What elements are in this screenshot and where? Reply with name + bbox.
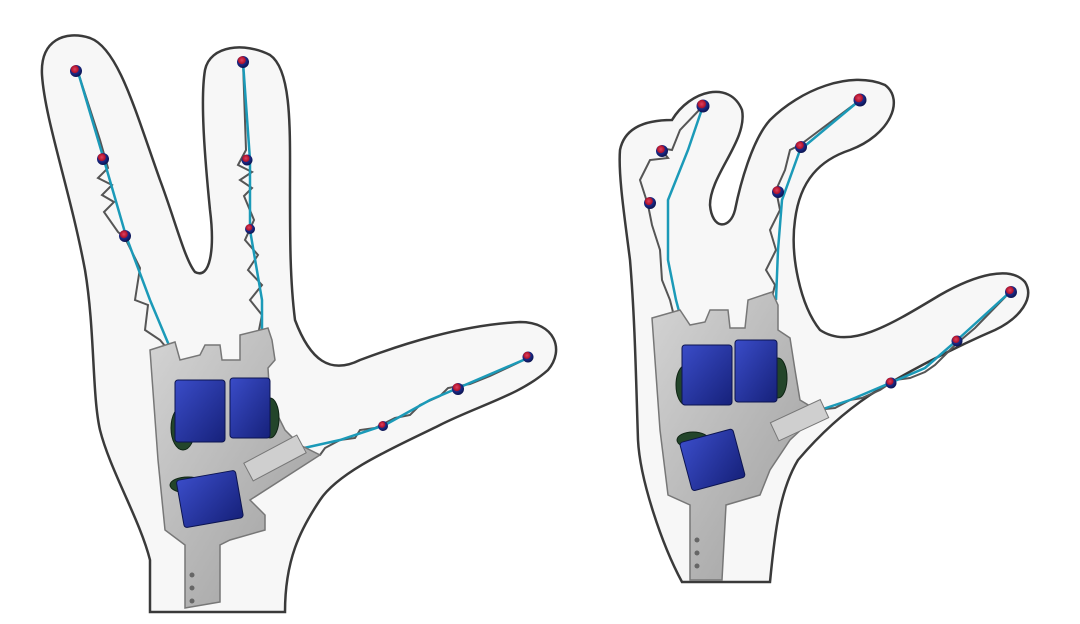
left-servo-2	[229, 377, 271, 439]
left-middle-joint-base	[245, 224, 255, 234]
left-frame-hole	[189, 598, 195, 604]
right-servo-2	[734, 339, 778, 403]
right-thumb-joint-mid	[951, 335, 963, 347]
right-index-joint-mid	[656, 145, 668, 157]
left-hand	[40, 34, 558, 614]
right-middle-joint-base	[772, 186, 784, 198]
right-index-finger	[638, 99, 710, 331]
left-middle-joint-tip	[237, 56, 249, 68]
left-index-joint-base	[119, 230, 131, 242]
right-thumb-bracket	[769, 398, 830, 442]
right-frame-hole	[694, 537, 700, 543]
left-thumb-joint-tip	[522, 351, 534, 363]
right-middle-joint-mid	[795, 141, 807, 153]
right-middle-finger	[764, 93, 867, 306]
left-thumb-tendon	[294, 356, 529, 452]
left-middle-linkage	[236, 61, 264, 336]
left-thumb-joint-base	[378, 421, 388, 431]
right-servo-3	[679, 428, 746, 491]
left-middle-joint-mid	[241, 154, 253, 166]
right-index-joint-base	[644, 197, 656, 209]
left-hand-outline	[40, 34, 558, 614]
right-palm-frame	[651, 291, 830, 581]
left-index-joint-tip	[70, 65, 82, 77]
left-frame-hole	[189, 572, 195, 578]
right-thumb	[804, 286, 1017, 417]
left-index-joint-mid	[97, 153, 109, 165]
left-middle-finger	[236, 56, 264, 340]
left-index-linkage	[77, 71, 171, 353]
right-index-tendon	[666, 105, 705, 331]
right-thumb-joint-tip	[1005, 286, 1017, 298]
right-thumb-joint-base	[885, 377, 897, 389]
left-thumb-bracket	[243, 434, 307, 482]
right-middle-tendon	[774, 99, 861, 301]
right-frame-hole	[694, 550, 700, 556]
left-servo-1	[174, 379, 226, 443]
right-thumb-tendon	[804, 291, 1011, 417]
left-thumb-joint-mid	[452, 383, 464, 395]
left-palm-frame	[149, 327, 322, 609]
right-servo-1	[681, 344, 733, 406]
left-index-finger	[70, 65, 178, 363]
left-thumb	[294, 351, 534, 456]
right-index-linkage	[638, 105, 704, 321]
right-middle-joint-tip	[853, 93, 867, 107]
right-frame-hole	[694, 563, 700, 569]
left-servo-3	[176, 470, 244, 528]
right-index-joint-tip	[696, 99, 710, 113]
right-hand	[618, 78, 1030, 584]
left-frame-hole	[189, 585, 195, 591]
